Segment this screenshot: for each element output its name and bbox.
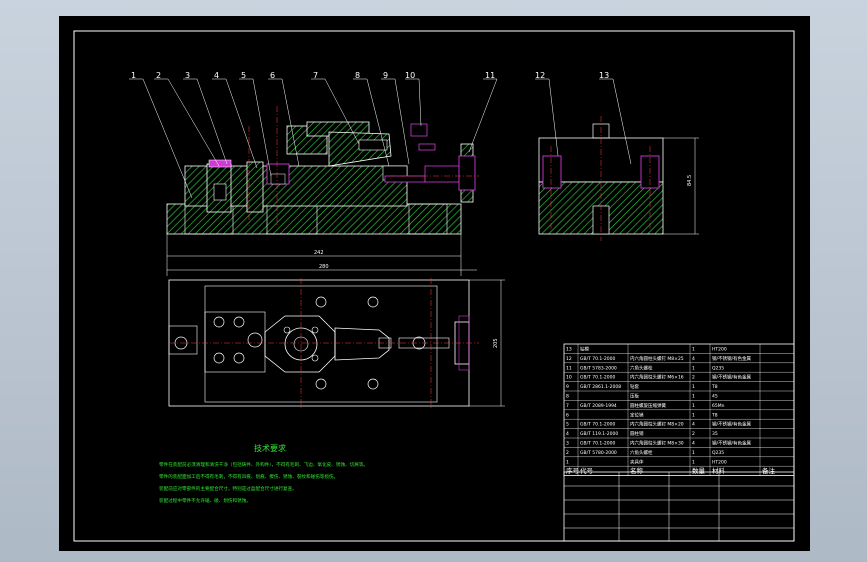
bom-cell: 压板 — [630, 393, 639, 400]
part-label-12: 12 — [535, 71, 545, 80]
side-section-view: 84.5 — [538, 116, 699, 241]
bom-cell: 4 — [566, 431, 569, 437]
dim-front-width-2: 280 — [319, 264, 329, 270]
bom-cell: 45 — [712, 394, 718, 400]
bom-cell: T8 — [711, 384, 718, 390]
bom-header-cell: 代号 — [580, 466, 594, 475]
bom-header-cell: 材料 — [712, 466, 726, 475]
tech-line-4: 装配过程中零件不允许磕、碰、划伤和锈蚀。 — [159, 497, 251, 504]
top-view: 205 — [168, 278, 505, 410]
bom-cell: GB/T 119.1-2000 — [580, 431, 618, 437]
bom-cell: GB/T 2089-1994 — [580, 403, 617, 409]
bom-cell: 六角头螺栓 — [630, 449, 653, 456]
bom-cell: 钢/不锈钢/有色金属 — [712, 374, 752, 381]
bom-cell: GB/T 70.1-2000 — [580, 441, 616, 447]
bom-header-cell: 序号 — [566, 466, 580, 475]
dim-side-height: 84.5 — [687, 175, 693, 186]
part-label-7: 7 — [313, 71, 318, 80]
bom-header-cell: 名称 — [630, 466, 644, 475]
bom-cell: 6 — [566, 412, 569, 418]
bom-cell: 1 — [692, 384, 695, 390]
bom-cell: GB/T 70.1-2000 — [580, 422, 616, 428]
bom-cell: 钻模 — [580, 346, 589, 353]
inner-frame — [73, 30, 795, 542]
bom-cell: HT200 — [712, 459, 727, 465]
bom-cell: 钻套 — [630, 383, 639, 390]
bom-cell: GB/T 5783-2000 — [580, 365, 617, 371]
tech-line-3: 装配前应对零部件的主要配合尺寸，特别是过盈配合尺寸进行复查。 — [159, 485, 297, 492]
bom-cell: 2 — [692, 431, 695, 437]
bom-cell: 7 — [566, 403, 569, 409]
bom-cell: 内六角圆柱头螺钉 M6×16 — [630, 374, 684, 381]
part-label-4: 4 — [214, 71, 219, 80]
assembly-drawing: 242 280 1 2 3 4 5 6 7 8 9 10 11 12 13 — [73, 30, 795, 542]
part-label-1: 1 — [131, 71, 136, 80]
bom-cell: 4 — [692, 422, 695, 428]
part-callouts: 1 2 3 4 5 6 7 8 9 10 11 12 13 — [129, 71, 632, 199]
part-label-10: 10 — [405, 71, 415, 80]
bom-cell: Q235 — [712, 365, 724, 371]
dim-top-height: 205 — [493, 338, 499, 348]
bom-cell: 1 — [692, 347, 695, 353]
tech-line-1: 零件在装配前必须清理和清洗干净（包括铸件、外购件），不得有毛刺、飞边、氧化皮、锈… — [159, 461, 368, 468]
part-label-11: 11 — [485, 71, 495, 80]
bom-cell: 1 — [692, 450, 695, 456]
bom-header-cell: 数量 — [692, 466, 706, 475]
bom-cell: 圆柱销 — [630, 430, 644, 437]
bom-cell: 8 — [566, 394, 569, 400]
title-block — [563, 471, 795, 542]
bom-cell: GB/T 70.1-2000 — [580, 356, 616, 362]
bom-cell: 35 — [712, 431, 718, 437]
bom-header-cell: 备注 — [762, 466, 776, 475]
bom-cell: 内六角圆柱头螺钉 M8×20 — [630, 421, 684, 428]
bom-cell: Q235 — [712, 450, 724, 456]
bom-cell: 5 — [566, 422, 569, 428]
bom-cell: 4 — [692, 441, 695, 447]
part-label-8: 8 — [355, 71, 360, 80]
bom-cell: 内六角圆柱头螺钉 M8×30 — [630, 440, 684, 447]
tech-title: 技术要求 — [254, 443, 286, 453]
bom-cell: 夹具体 — [630, 458, 644, 465]
bom-cell: 内六角圆柱头螺钉 M8×25 — [630, 355, 684, 362]
front-section-view: 242 280 — [166, 106, 479, 276]
bom-cell: 11 — [566, 365, 572, 371]
bom-cell: T8 — [711, 412, 718, 418]
bom-cell: 1 — [692, 365, 695, 371]
bom-cell: 六角头螺栓 — [630, 364, 653, 371]
bom-cell: 钢/不锈钢/有色金属 — [712, 440, 752, 447]
bom-cell: HT200 — [712, 347, 727, 353]
part-label-9: 9 — [383, 71, 388, 80]
part-label-13: 13 — [599, 71, 609, 80]
bom-cell: 1 — [692, 403, 695, 409]
bom-cell: 4 — [692, 356, 695, 362]
bom-cell: 65Mn — [712, 403, 725, 409]
bom-cell: 1 — [692, 459, 695, 465]
dim-front-width-1: 242 — [314, 250, 324, 256]
bom-cell: 钢/不锈钢/有色金属 — [712, 355, 752, 362]
bom-cell: 1 — [692, 394, 695, 400]
bom-cell: GB/T 70.1-2000 — [580, 375, 616, 381]
bom-cell: 圆柱螺旋压缩弹簧 — [630, 402, 666, 409]
bom-cell: 1 — [692, 412, 695, 418]
part-label-2: 2 — [156, 71, 161, 80]
drawing-sheet: 242 280 1 2 3 4 5 6 7 8 9 10 11 12 13 — [59, 16, 810, 551]
bom-cell: GB/T 2861.1-2008 — [580, 384, 621, 390]
bom-cell: 12 — [566, 356, 572, 362]
technical-requirements: 技术要求 零件在装配前必须清理和清洗干净（包括铸件、外购件），不得有毛刺、飞边、… — [159, 443, 368, 504]
bom-cell: 钢/不锈钢/有色金属 — [712, 421, 752, 428]
bom-cell: 1 — [566, 459, 569, 465]
bom-cell: 2 — [692, 375, 695, 381]
bom-cell: 10 — [566, 375, 572, 381]
part-label-5: 5 — [241, 71, 246, 80]
part-label-6: 6 — [270, 71, 275, 80]
tech-line-2: 零件的装配面加工后不得有毛刺，不得有凹痕、划痕、擦伤、锈蚀、裂纹和碰伤等损伤。 — [159, 473, 338, 480]
bom-cell: 定位销 — [630, 411, 644, 418]
bom-cell: 3 — [566, 441, 569, 447]
bom-cell: 9 — [566, 384, 569, 390]
bom-cell: 13 — [566, 347, 572, 353]
bom-cell: GB/T 5780-2000 — [580, 450, 617, 456]
bom-cell: 2 — [566, 450, 569, 456]
part-label-3: 3 — [185, 71, 190, 80]
